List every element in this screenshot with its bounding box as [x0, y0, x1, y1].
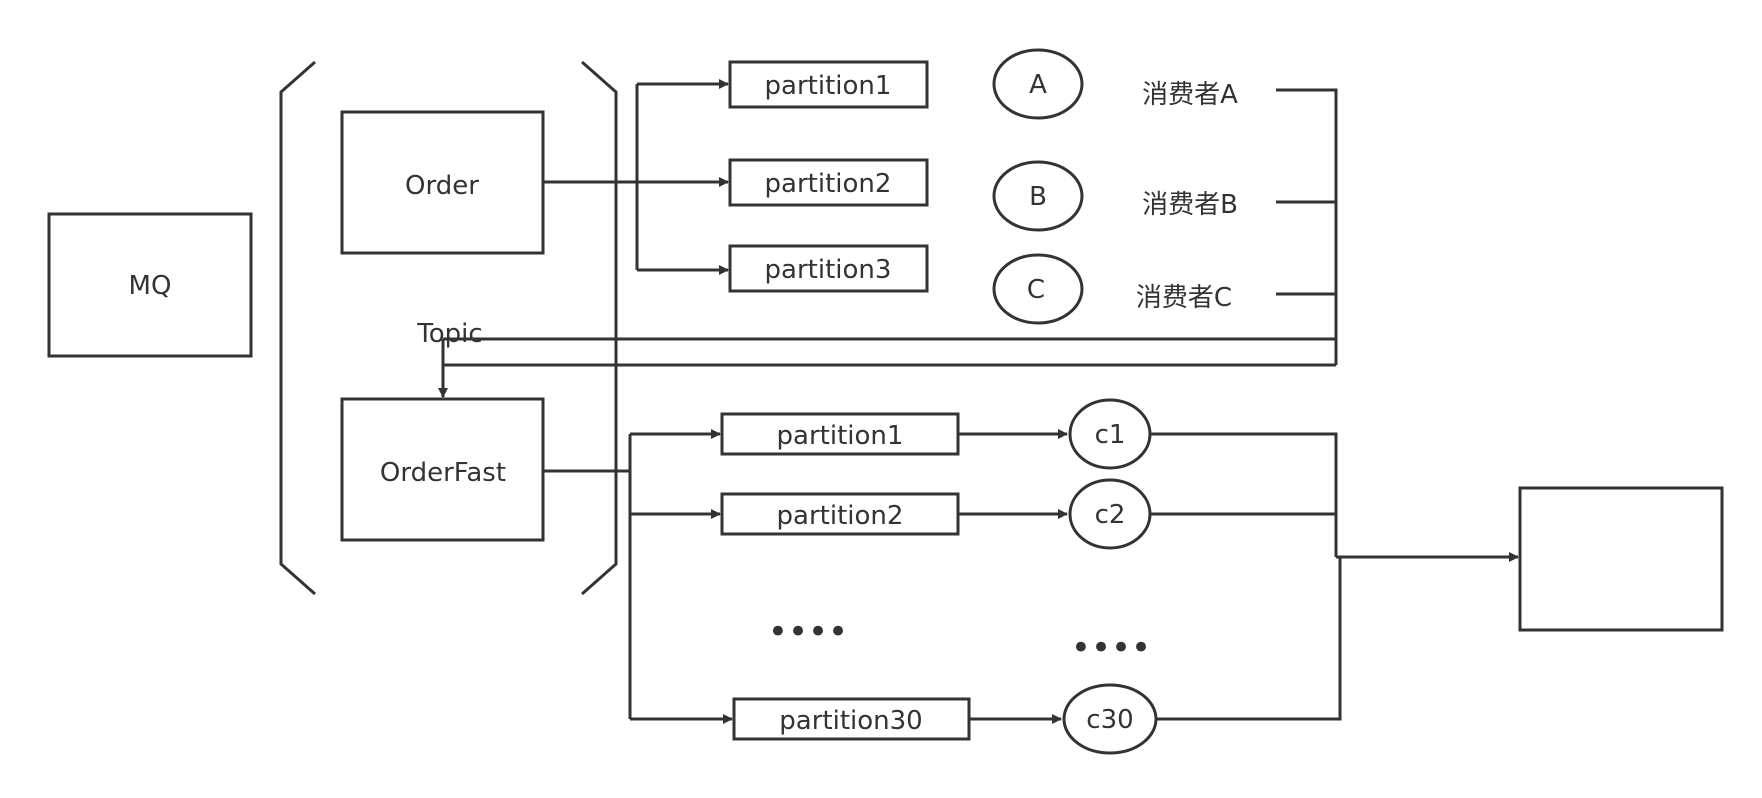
- mq-label: MQ: [129, 271, 172, 301]
- consumer-merge-line: [1156, 557, 1342, 721]
- fast-consumer-label: c30: [1086, 705, 1133, 735]
- fast-consumer-label: c2: [1095, 500, 1126, 530]
- topic-bracket-right: [581, 60, 618, 596]
- consumer-circle: [992, 160, 1084, 232]
- fast-partition-label: partition1: [777, 421, 904, 451]
- consumer-name-label: 消费者C: [1136, 283, 1232, 313]
- fast-consumer-label: c1: [1095, 420, 1126, 450]
- orderfast-topic-label: OrderFast: [380, 458, 506, 488]
- fast-partition-label: partition2: [777, 501, 904, 531]
- order-partition-label: partition2: [765, 169, 892, 199]
- mq-box: [47, 212, 253, 358]
- topic-bracket-left: [279, 60, 316, 596]
- consumer-group-line: [1276, 88, 1338, 365]
- order-partition-label: partition3: [765, 255, 892, 285]
- sink-box: [1518, 486, 1724, 632]
- order-partition-label: partition1: [765, 71, 892, 101]
- consumer-ellipsis: ••••: [1071, 628, 1151, 668]
- consumer-name-label: 消费者A: [1142, 80, 1238, 110]
- consumer-circle-label: C: [1027, 275, 1045, 305]
- topic-label: Topic: [416, 319, 482, 349]
- order-partition-box: [728, 158, 929, 207]
- order-partition-box: [728, 244, 929, 293]
- consumer-circle: [992, 48, 1084, 120]
- consumer-circle-label: A: [1029, 70, 1047, 100]
- consumer-circle-label: B: [1029, 182, 1047, 212]
- partition-ellipsis: ••••: [768, 612, 848, 652]
- consumer-name-label: 消费者B: [1142, 190, 1238, 220]
- order-partition-box: [728, 60, 929, 109]
- consumer-circle: [992, 253, 1084, 325]
- order-topic-label: Order: [405, 171, 479, 201]
- fast-partition-label: partition30: [779, 706, 922, 736]
- consumer-merge-line: [1150, 432, 1338, 557]
